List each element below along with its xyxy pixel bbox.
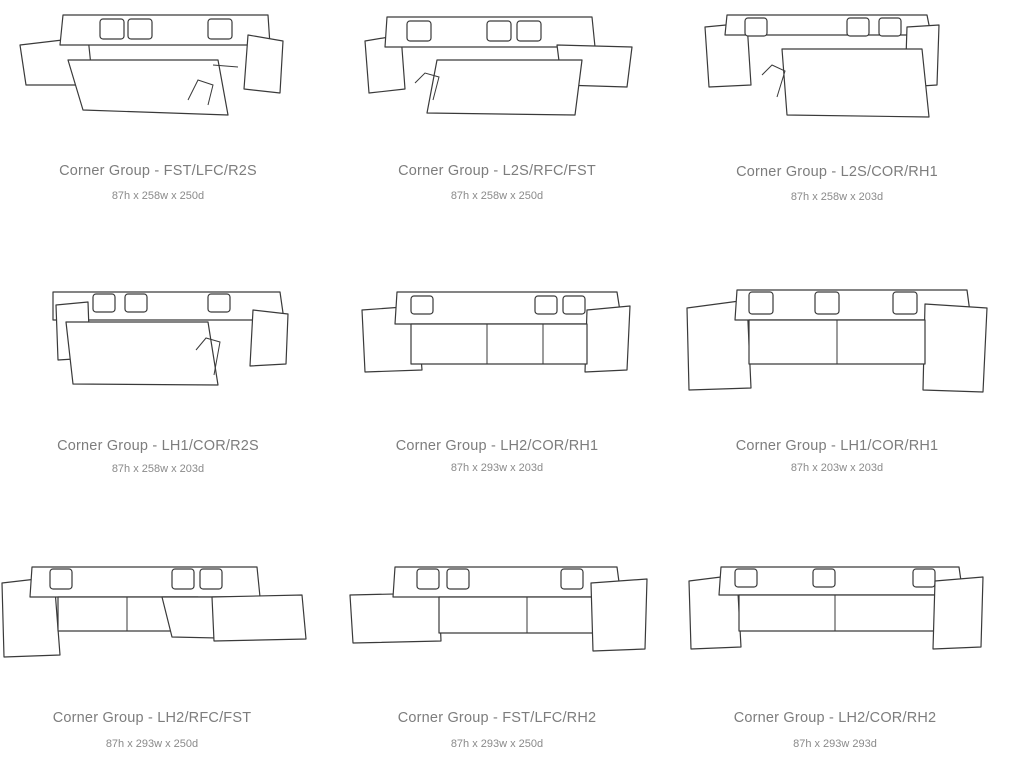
product-title[interactable]: Corner Group - FST/LFC/RH2 (397, 710, 597, 726)
product-card[interactable]: Corner Group - LH2/RFC/FST 87h x 293w x … (1, 555, 307, 775)
product-card[interactable]: Corner Group - LH2/COR/RH2 87h x 293w 29… (685, 555, 985, 775)
product-title[interactable]: Corner Group - L2S/RFC/FST (398, 163, 596, 179)
product-dimensions: 87h x 293w x 203d (450, 462, 544, 474)
product-title[interactable]: Corner Group - L2S/COR/RH1 (736, 164, 938, 180)
product-dimensions: 87h x 293w x 250d (450, 738, 544, 750)
product-dimensions: 87h x 258w x 250d (450, 190, 544, 202)
product-card[interactable]: Corner Group - LH1/COR/R2S 87h x 258w x … (8, 280, 308, 500)
sofa-bed-corner-icon (704, 14, 940, 118)
product-dimensions: 87h x 293w x 250d (105, 738, 199, 750)
corner-sofa-icon (686, 289, 988, 393)
sofa-bed-corner-icon (52, 291, 289, 386)
corner-sofa-footstool-right-icon (1, 566, 307, 658)
product-dimensions: 87h x 258w x 203d (790, 191, 884, 203)
corner-sofa-icon (361, 291, 631, 373)
product-card[interactable]: Corner Group - LH2/COR/RH1 87h x 293w x … (347, 280, 647, 500)
product-card[interactable]: Corner Group - L2S/RFC/FST 87h x 258w x … (347, 5, 647, 225)
corner-sofa-footstool-left-icon (349, 566, 648, 652)
product-title[interactable]: Corner Group - LH2/COR/RH2 (733, 710, 937, 726)
product-card[interactable]: Corner Group - LH1/COR/RH1 87h x 203w x … (686, 280, 988, 500)
product-card[interactable]: Corner Group - FST/LFC/R2S 87h x 258w x … (8, 5, 308, 225)
product-title[interactable]: Corner Group - LH2/RFC/FST (52, 710, 252, 726)
product-card[interactable]: Corner Group - FST/LFC/RH2 87h x 293w x … (347, 555, 648, 775)
product-title[interactable]: Corner Group - LH1/COR/R2S (57, 438, 259, 454)
product-dimensions: 87h x 258w x 250d (111, 190, 205, 202)
product-title[interactable]: Corner Group - LH1/COR/RH1 (735, 438, 939, 454)
product-card[interactable]: Corner Group - L2S/COR/RH1 87h x 258w x … (687, 5, 987, 225)
sofa-bed-footstool-left-icon (19, 14, 284, 116)
product-title[interactable]: Corner Group - FST/LFC/R2S (59, 163, 257, 179)
product-dimensions: 87h x 293w 293d (793, 738, 877, 750)
sofa-bed-footstool-right-icon (364, 16, 633, 116)
product-dimensions: 87h x 203w x 203d (790, 462, 884, 474)
product-dimensions: 87h x 258w x 203d (111, 463, 205, 475)
product-title[interactable]: Corner Group - LH2/COR/RH1 (395, 438, 599, 454)
corner-sofa-icon (688, 566, 984, 650)
